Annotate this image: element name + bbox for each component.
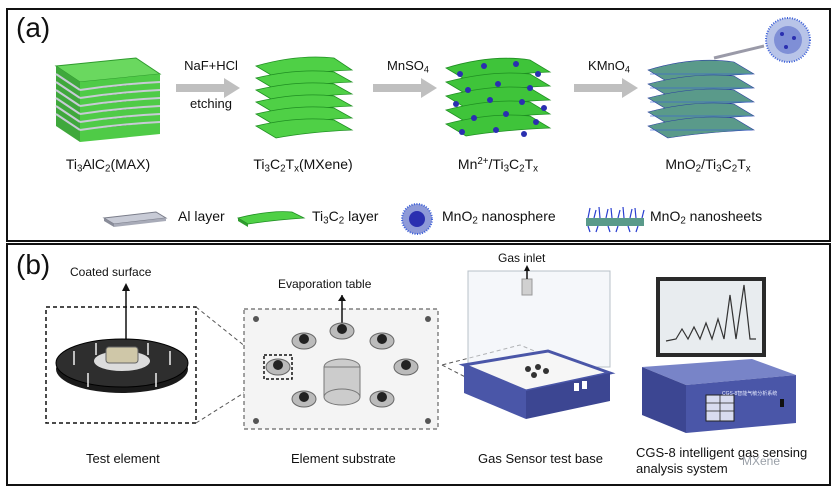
legend-al-swatch [102, 211, 168, 227]
arrow-mnso4 [373, 78, 437, 98]
arrow-kmno4-reagent: KMnO4 [588, 58, 630, 75]
stage-label-max: Ti3AlC2(MAX) [65, 156, 151, 175]
caption-cgs8-line1: CGS-8 intelligent gas sensing [636, 445, 808, 460]
arrow-mnso4-reagent: MnSO4 [387, 58, 429, 75]
test-element-illustration [45, 283, 197, 424]
coated-surface-callout: Coated surface [70, 265, 152, 279]
cgs8-device-label: CGS-8智能气敏分析系统 [722, 391, 778, 397]
max-phase-illustration [54, 57, 162, 142]
arrow-etching [176, 78, 240, 98]
mn-intercalated-illustration [444, 57, 552, 137]
mxene-illustration [254, 56, 354, 139]
mno2-composite-illustration [647, 44, 765, 139]
panel-b: (b) Coated surface Test element Evaporat… [6, 243, 831, 486]
stage-label-mxene: Ti3C2Tx(MXene) [253, 156, 353, 175]
legend-ti3c2-swatch [236, 211, 306, 227]
gas-sensor-illustration [441, 265, 616, 419]
legend-nanosphere-swatch [401, 203, 433, 235]
panel-a: (a) [6, 8, 831, 242]
arrow-etching-process: etching [190, 96, 232, 111]
stage-label-mno2: MnO2/Ti3C2Tx [665, 156, 751, 175]
arrow-etching-reagent: NaF+HCl [184, 58, 238, 73]
panel-a-label: (a) [16, 12, 51, 43]
caption-test-element: Test element [86, 451, 160, 466]
arrow-kmno4 [574, 78, 638, 98]
watermark: MXene [742, 454, 781, 468]
legend-al-label: Al layer [178, 208, 225, 224]
legend-nanosheets-swatch [586, 206, 645, 233]
legend-nanosheets-label: MnO2 nanosheets [650, 208, 763, 227]
mno2-sphere-inset [765, 17, 811, 63]
stage-label-mn: Mn2+/Ti3C2Tx [457, 156, 539, 175]
caption-cgs8-line2: analysis system [636, 461, 728, 476]
legend-nanosphere-label: MnO2 nanosphere [442, 208, 556, 227]
evaporation-table-callout: Evaporation table [278, 277, 372, 291]
caption-gas-sensor: Gas Sensor test base [478, 451, 604, 466]
zoom-connector-left [195, 306, 267, 424]
cgs8-system-illustration [642, 277, 796, 433]
element-substrate-illustration [243, 295, 439, 430]
legend-ti3c2-label: Ti3C2 layer [312, 208, 379, 227]
gas-inlet-callout: Gas inlet [498, 251, 546, 265]
caption-element-substrate: Element substrate [291, 451, 396, 466]
panel-b-label: (b) [16, 249, 51, 280]
